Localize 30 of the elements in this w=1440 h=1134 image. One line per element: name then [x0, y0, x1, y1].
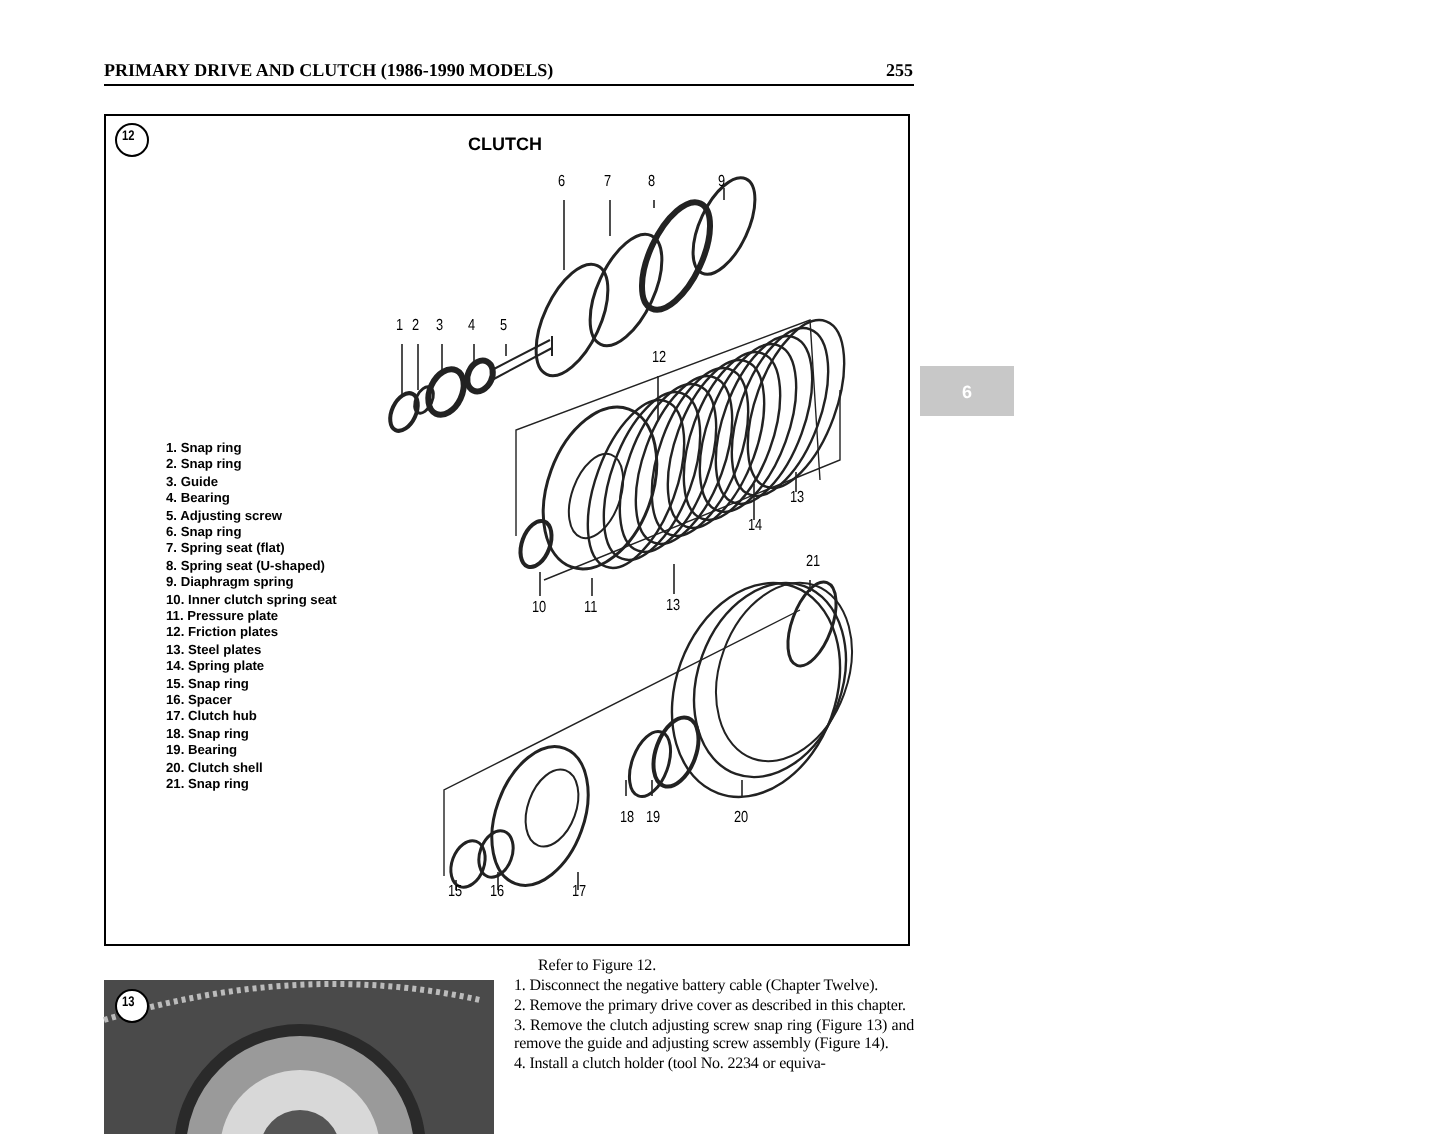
step-text: 3. Remove the clutch adjusting screw snap ring (Figure 13) and remove the guide and adjusting screw assembly (Figure 14).	[514, 1017, 914, 1054]
callout-number: 20	[734, 808, 749, 826]
callout-number: 10	[532, 598, 547, 616]
callout-number: 13	[666, 596, 681, 614]
callout-number: 4	[468, 316, 476, 334]
page-number: 255	[886, 60, 913, 80]
callout-number: 12	[652, 348, 667, 366]
step-text: 1. Disconnect the negative battery cable (Chapter Twelve).	[514, 977, 881, 996]
callout-number: 13	[790, 488, 805, 506]
callout-number: 11	[584, 598, 598, 616]
callout-number: 18	[620, 808, 635, 826]
callout-number: 21	[806, 552, 821, 570]
callout-number: 1	[396, 316, 404, 334]
callout-number: 17	[572, 882, 587, 900]
step-text: 4. Install a clutch holder (tool No. 2234 or equiva-	[514, 1055, 828, 1073]
callout-number: 14	[748, 516, 763, 534]
callout-number: 16	[490, 882, 505, 900]
page-header: PRIMARY DRIVE AND CLUTCH (1986-1990 MODELS)	[104, 60, 554, 80]
callout-number: 8	[648, 172, 656, 190]
callout-number: 6	[558, 172, 566, 190]
callout-number: 3	[436, 316, 444, 334]
callout-number: 7	[604, 172, 612, 190]
intro-text: Refer to Figure 12.	[536, 958, 658, 976]
callout-number: 9	[718, 172, 726, 190]
callout-number: 19	[646, 808, 661, 826]
callout-number: 15	[448, 882, 463, 900]
figure-title: CLUTCH	[468, 134, 542, 154]
callout-number: 2	[412, 316, 420, 334]
callout-number: 5	[500, 316, 508, 334]
step-text: 2. Remove the primary drive cover as described in this chapter.	[514, 997, 908, 1016]
